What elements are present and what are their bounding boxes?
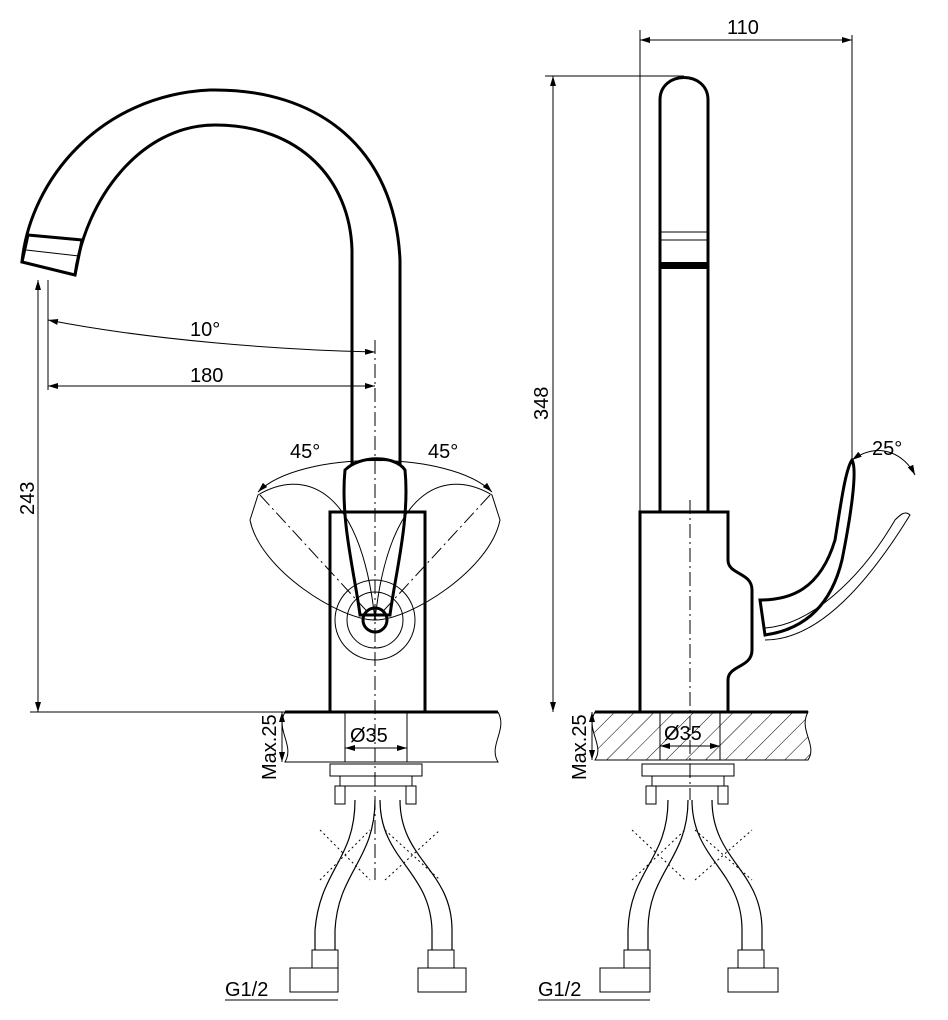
front-handle (342, 457, 408, 617)
side-thread-dim: G1/2 (538, 979, 581, 1001)
side-spout (658, 76, 710, 512)
side-view: 110 348 25° Max.25 Ø35 G1/2 (531, 17, 916, 1001)
front-thread-dim: G1/2 (225, 979, 268, 1001)
side-height-dim: 348 (531, 387, 553, 420)
front-right-angle: 45° (428, 441, 458, 463)
side-max-dim: Max.25 (569, 714, 591, 780)
side-handle (758, 457, 856, 637)
side-depth-dim: 110 (727, 17, 759, 39)
front-spout-angle: 10° (190, 319, 220, 341)
front-diameter-dim: Ø35 (350, 725, 388, 747)
front-view: 45° 45° 243 10° 180 Max.25 Ø35 G1/2 (17, 88, 502, 1001)
front-height-dim: 243 (17, 482, 39, 515)
side-body (638, 510, 754, 712)
front-left-angle: 45° (290, 441, 320, 463)
front-max-dim: Max.25 (259, 714, 281, 780)
side-handle-angle: 25° (872, 438, 902, 460)
front-reach-dim: 180 (190, 365, 223, 387)
side-diameter-dim: Ø35 (664, 723, 702, 745)
front-spout (20, 88, 402, 465)
